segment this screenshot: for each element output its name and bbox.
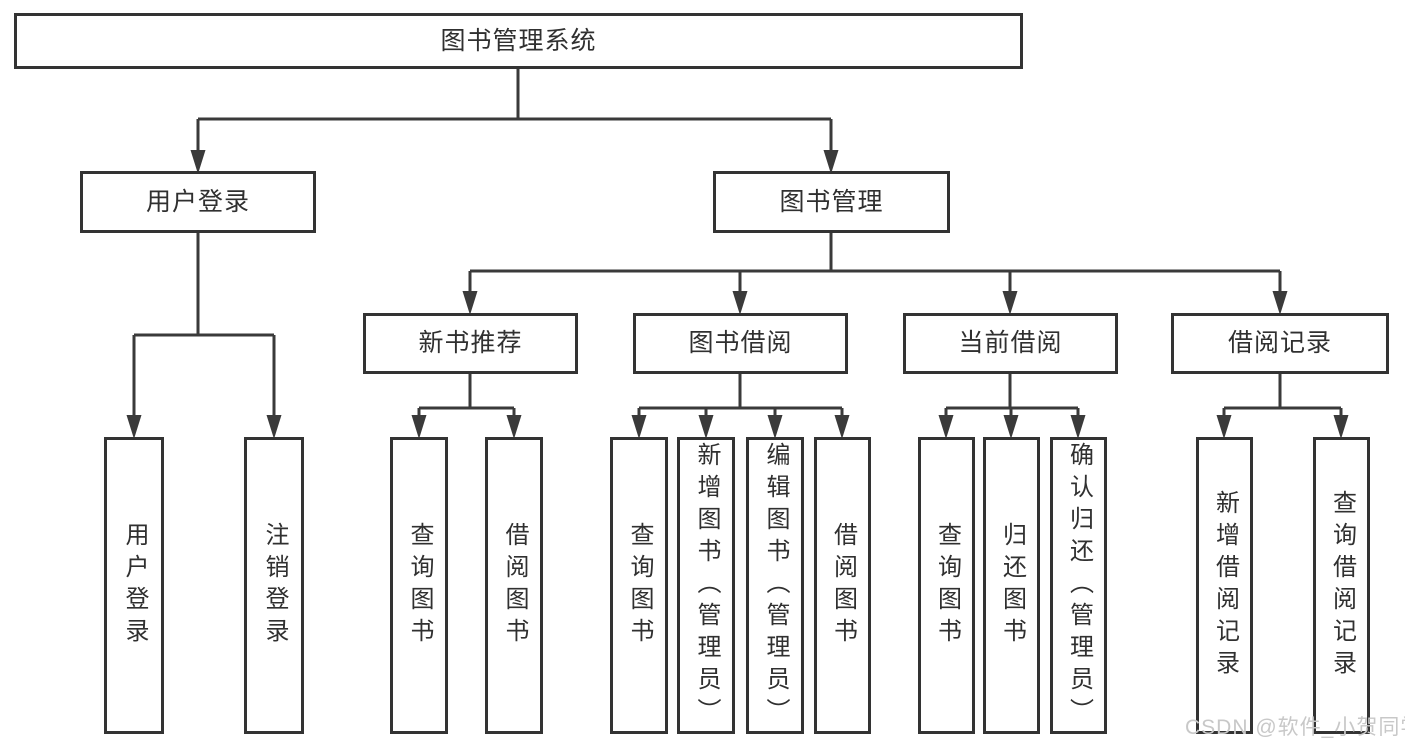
node-label: 查询借阅记录 [1328, 489, 1356, 682]
node-borrowing-records: 借阅记录 [1171, 313, 1389, 374]
connector-borrowing-records-children [1222, 374, 1343, 417]
node-label: 新书推荐 [418, 329, 523, 357]
node-label: 借阅记录 [1227, 329, 1332, 357]
arrowhead-current-borrowing [1002, 291, 1018, 315]
arrowhead-leaf-add-book [698, 415, 714, 439]
node-query-borrow-record: 查询借阅记录 [1313, 437, 1370, 734]
arrowhead-leaf-borrow-books-2 [834, 415, 850, 439]
node-label: 图书管理 [779, 187, 884, 216]
node-label: 借阅图书 [501, 521, 528, 650]
node-user-login-leaf: 用户登录 [104, 437, 164, 734]
node-query-books-2: 查询图书 [610, 437, 668, 734]
node-current-borrowing: 当前借阅 [903, 313, 1118, 374]
arrowhead-leaf-query-borrow-record [1333, 415, 1349, 439]
arrowhead-leaf-borrow-books-1 [506, 415, 522, 439]
node-label: 归还图书 [998, 521, 1026, 650]
node-borrow-books-1: 借阅图书 [485, 437, 543, 734]
node-label: 查询图书 [933, 521, 961, 650]
node-library-management-system: 图书管理系统 [14, 13, 1023, 69]
watermark: CSDN @软件_小贺同学 [1185, 716, 1405, 739]
node-add-book-admin: 新增图书（管理员） [677, 437, 735, 734]
node-label: 确认归还（管理员） [1065, 441, 1093, 730]
arrowhead-new-book-recommend [462, 291, 478, 315]
arrowhead-leaf-user-login [126, 415, 142, 439]
node-label: 当前借阅 [958, 329, 1063, 357]
node-query-books-3: 查询图书 [918, 437, 975, 734]
node-label: 查询图书 [626, 521, 653, 650]
arrowhead-leaf-edit-book [767, 415, 783, 439]
node-label: 图书借阅 [688, 329, 793, 357]
arrowhead-borrowing-records [1272, 291, 1288, 315]
node-label: 用户登录 [121, 521, 148, 650]
node-query-books-1: 查询图书 [390, 437, 448, 734]
node-label: 查询图书 [406, 521, 433, 650]
node-label: 图书管理系统 [440, 26, 597, 55]
arrowhead-leaf-logout [266, 415, 282, 439]
connector-root-to-branches [196, 69, 833, 152]
node-logout: 注销登录 [244, 437, 304, 734]
connector-book-borrowing-children [637, 374, 844, 417]
node-book-management: 图书管理 [713, 171, 950, 233]
node-edit-book-admin: 编辑图书（管理员） [746, 437, 804, 734]
node-book-borrowing: 图书借阅 [633, 313, 848, 374]
arrowhead-leaf-query-books-2 [631, 415, 647, 439]
node-new-book-recommend: 新书推荐 [363, 313, 578, 374]
node-label: 新增借阅记录 [1211, 489, 1239, 682]
connector-current-borrowing-children [944, 374, 1080, 417]
node-label: 新增图书（管理员） [693, 441, 720, 730]
node-label: 用户登录 [145, 187, 250, 216]
connector-user-login-children [132, 233, 276, 417]
connector-book-management-children [468, 233, 1282, 293]
node-confirm-return-admin: 确认归还（管理员） [1050, 437, 1107, 734]
arrowhead-leaf-confirm-return [1070, 415, 1086, 439]
arrowhead-leaf-query-books-3 [938, 415, 954, 439]
node-borrow-books-2: 借阅图书 [814, 437, 871, 734]
arrowhead-leaf-return-book [1003, 415, 1019, 439]
node-label: 编辑图书（管理员） [762, 441, 789, 730]
node-label: 借阅图书 [829, 521, 857, 650]
node-label: 注销登录 [261, 521, 288, 650]
node-return-book: 归还图书 [983, 437, 1040, 734]
node-add-borrow-record: 新增借阅记录 [1196, 437, 1253, 734]
node-user-login: 用户登录 [80, 171, 316, 233]
arrowhead-leaf-query-books-1 [411, 415, 427, 439]
arrowhead-book-borrowing [732, 291, 748, 315]
arrowhead-leaf-add-borrow-record [1216, 415, 1232, 439]
connector-new-book-recommend-children [417, 374, 516, 417]
